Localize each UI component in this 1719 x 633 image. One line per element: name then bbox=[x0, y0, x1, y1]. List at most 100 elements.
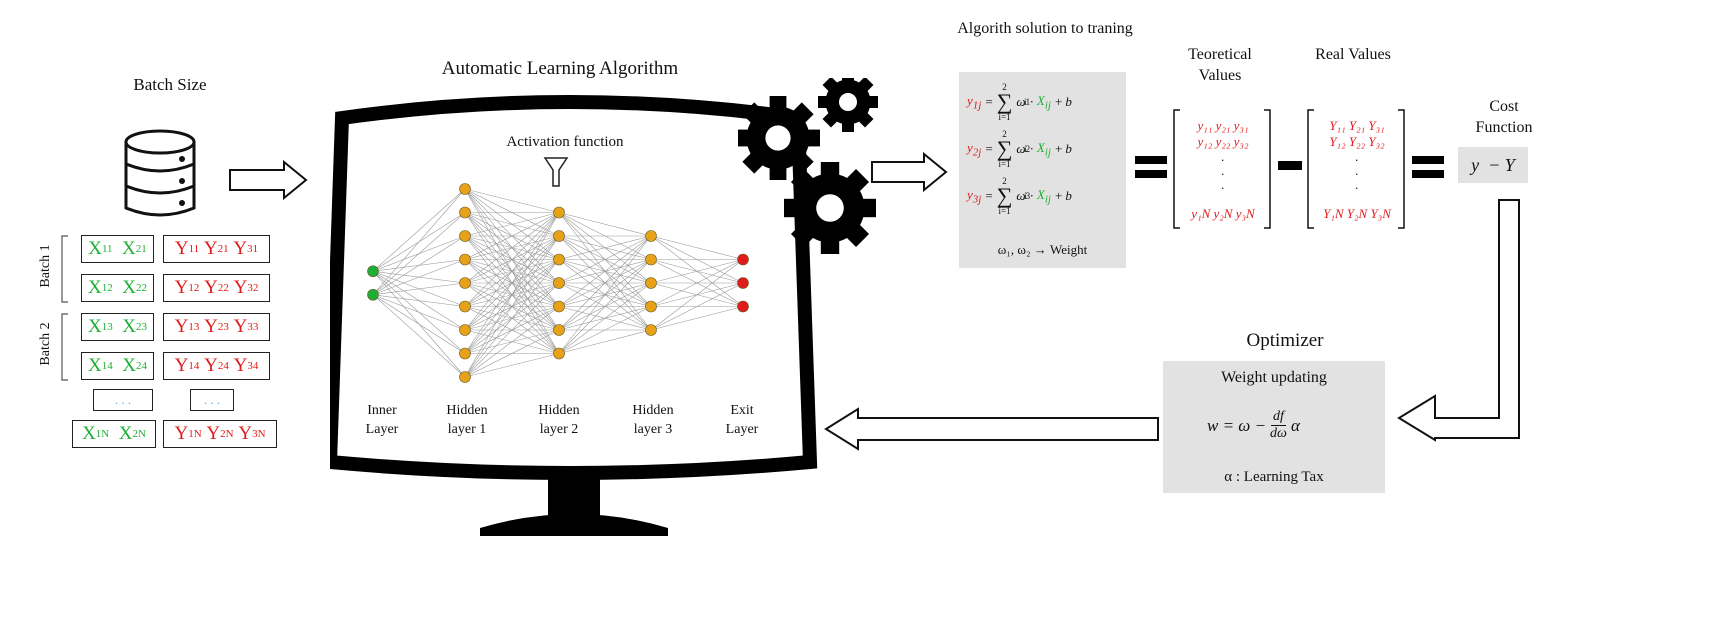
network-edge bbox=[372, 294, 466, 331]
theoretical-row-1: y₁₁ y₂₁ y₃₁ bbox=[1197, 118, 1249, 133]
arrow-down-left bbox=[1397, 199, 1520, 442]
network-node bbox=[553, 277, 565, 289]
network-edge bbox=[372, 294, 466, 378]
network-edge bbox=[558, 235, 652, 284]
equals-sign-1 bbox=[1135, 156, 1167, 178]
theoretical-matrix: y₁₁ y₂₁ y₃₁ y₁₂ y₂₂ y₃₂ ... y₁N y₂N y₃N bbox=[1180, 118, 1266, 222]
cost-title: Cost Function bbox=[1475, 98, 1533, 136]
network-edge bbox=[558, 306, 652, 354]
network-edge bbox=[650, 259, 744, 284]
network-edge bbox=[650, 306, 744, 331]
network-edge bbox=[558, 212, 652, 237]
network-edge bbox=[464, 212, 560, 260]
theoretical-row-n: y₁N y₂N y₃N bbox=[1191, 206, 1255, 221]
network-node bbox=[553, 253, 565, 266]
network-edge bbox=[372, 235, 466, 296]
algorithm-title: Automatic Learning Algorithm bbox=[441, 58, 679, 79]
layer-label-inner: Inner Layer bbox=[365, 403, 399, 437]
network-edge bbox=[372, 294, 466, 307]
network-node bbox=[645, 300, 657, 313]
neural-network bbox=[367, 183, 749, 383]
network-edge bbox=[650, 235, 744, 260]
real-row-1: Y₁₁ Y₂₁ Y₃₁ bbox=[1329, 118, 1385, 133]
real-title: Real Values bbox=[1315, 46, 1391, 63]
network-edge bbox=[464, 329, 560, 378]
layer-label-hidden-1: Hidden layer 1 bbox=[446, 403, 488, 437]
arrow-right-2 bbox=[871, 152, 948, 192]
weight-note: ω₁, ω₂ → Weight bbox=[997, 242, 1088, 257]
network-node bbox=[459, 183, 471, 195]
network-edge bbox=[372, 259, 466, 296]
network-node bbox=[737, 300, 749, 313]
network-node bbox=[367, 288, 379, 301]
network-edge bbox=[372, 188, 466, 295]
network-edge bbox=[464, 306, 560, 378]
real-matrix: Y₁₁ Y₂₁ Y₃₁ Y₁₂ Y₂₂ Y₃₂ ... Y₁N Y₂N Y₃N bbox=[1314, 118, 1400, 222]
network-edge bbox=[464, 188, 560, 213]
network-node bbox=[553, 324, 565, 336]
layer-label-hidden-2: Hidden layer 2 bbox=[538, 403, 580, 437]
network-node bbox=[459, 253, 471, 266]
network-edge bbox=[464, 212, 560, 237]
network-edge bbox=[558, 235, 652, 307]
monitor-frame bbox=[330, 95, 818, 536]
network-edge bbox=[464, 282, 560, 378]
network-node bbox=[459, 300, 471, 313]
network-edge bbox=[650, 259, 744, 307]
batch-size-title: Batch Size bbox=[133, 75, 207, 94]
update-formula: w = ω − df dω α bbox=[1207, 409, 1300, 441]
network-edge bbox=[372, 294, 466, 354]
network-edge bbox=[558, 235, 652, 260]
network-node bbox=[459, 371, 471, 383]
arrow-right-1 bbox=[229, 160, 308, 200]
network-node bbox=[367, 265, 379, 278]
network-edge bbox=[464, 259, 560, 378]
minus-sign bbox=[1278, 161, 1302, 170]
learning-tax-note: α : Learning Tax bbox=[1224, 469, 1324, 485]
network-edge bbox=[650, 259, 744, 331]
network-node bbox=[459, 230, 471, 242]
network-edge bbox=[558, 235, 652, 354]
cost-expression: y − Y bbox=[1458, 147, 1528, 183]
theoretical-title: Teoretical Values bbox=[1188, 46, 1252, 84]
optimizer-title: Optimizer bbox=[1246, 330, 1324, 351]
network-edge bbox=[464, 212, 560, 354]
network-node bbox=[553, 230, 565, 242]
network-node bbox=[645, 277, 657, 289]
y-ellipsis-box: . . . bbox=[190, 389, 234, 411]
network-node bbox=[645, 253, 657, 266]
network-node bbox=[645, 324, 657, 336]
network-node bbox=[459, 324, 471, 336]
network-node bbox=[553, 300, 565, 313]
funnel-icon bbox=[543, 157, 569, 187]
theoretical-brackets bbox=[1173, 109, 1271, 229]
network-edge bbox=[558, 235, 652, 331]
network-edge bbox=[464, 212, 560, 284]
layer-label-exit: Exit Layer bbox=[725, 403, 759, 437]
network-node bbox=[737, 253, 749, 266]
network-edge bbox=[464, 212, 560, 378]
optimizer-panel: Weight updating w = ω − df dω α α : Lear… bbox=[1163, 361, 1385, 493]
network-edge bbox=[464, 235, 560, 378]
optimizer-subtitle: Weight updating bbox=[1221, 369, 1327, 386]
layer-label-hidden-3: Hidden layer 3 bbox=[632, 403, 674, 437]
network-node bbox=[459, 206, 471, 219]
network-edge bbox=[558, 329, 652, 354]
network-edge bbox=[558, 259, 652, 354]
network-edge bbox=[558, 282, 652, 354]
real-row-n: Y₁N Y₂N Y₃N bbox=[1323, 206, 1391, 221]
network-node bbox=[645, 230, 657, 242]
arrow-left-long bbox=[824, 407, 1159, 451]
database-icon bbox=[124, 129, 196, 217]
